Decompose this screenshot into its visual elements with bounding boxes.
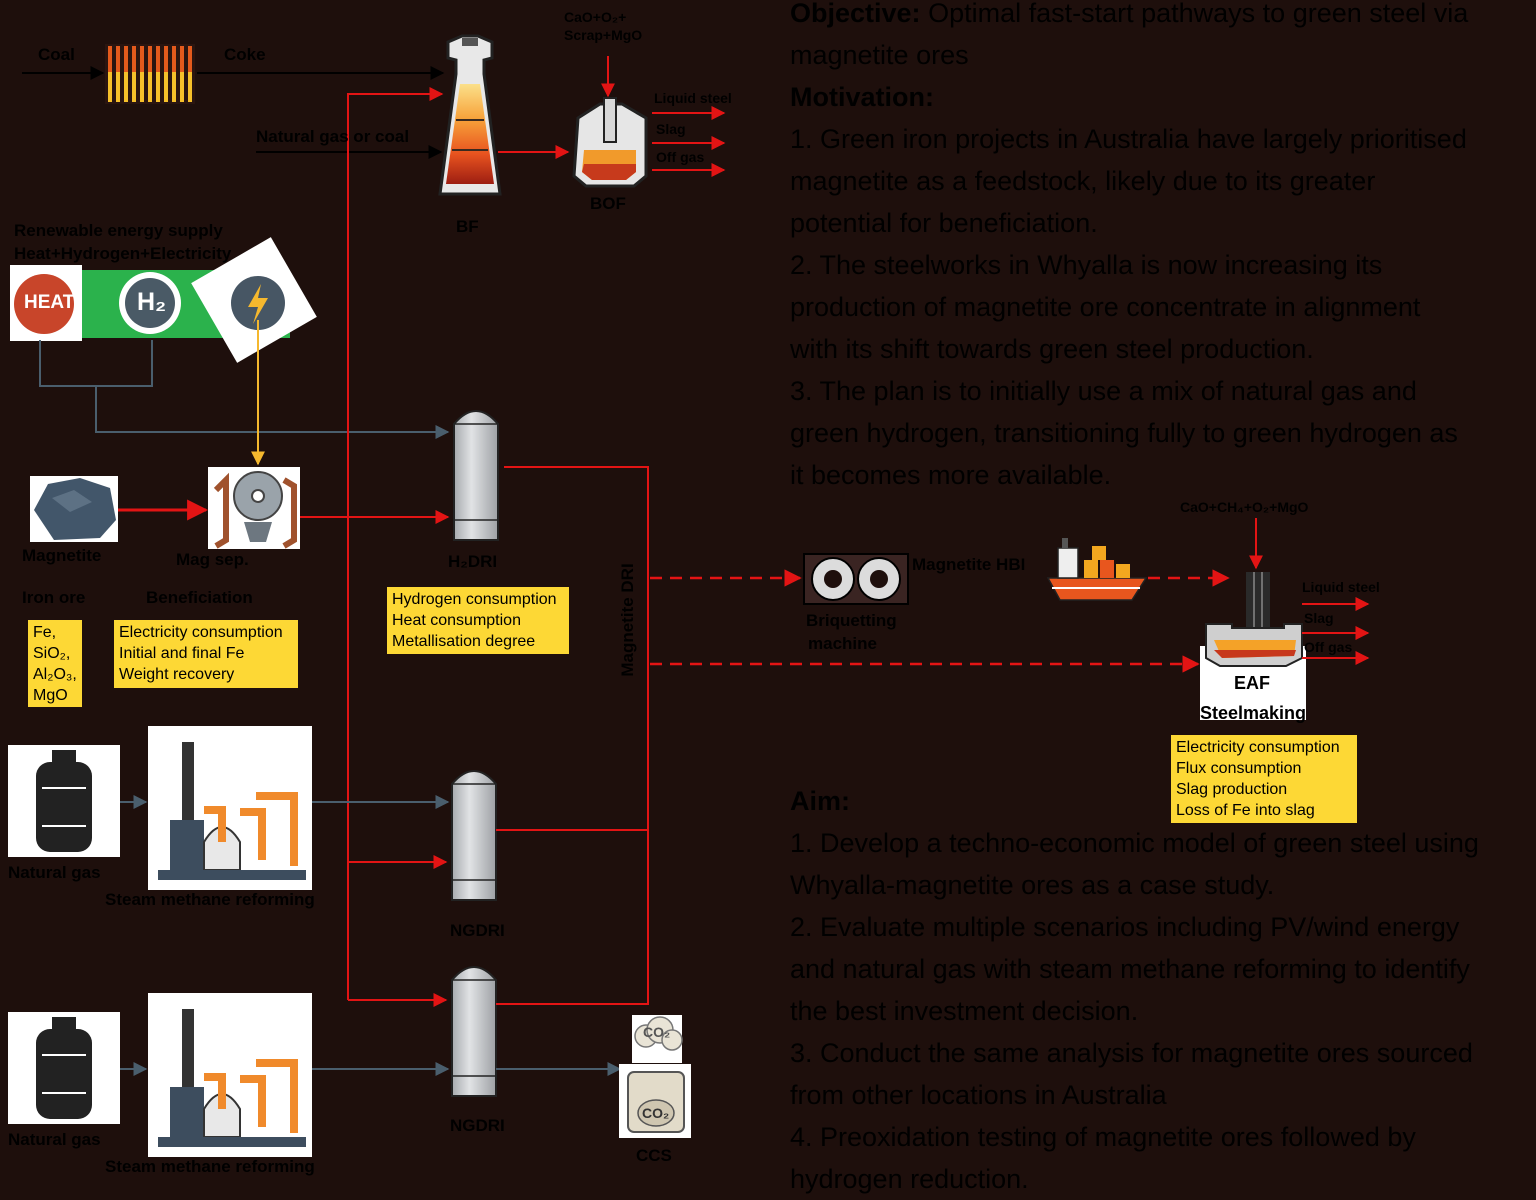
aim-line: the best investment decision. xyxy=(790,996,1139,1026)
motivation-line: magnetite as a feedstock, likely due to … xyxy=(790,166,1376,196)
aim-line: 2. Evaluate multiple scenarios including… xyxy=(790,912,1460,942)
renewable-title: Renewable energy supply xyxy=(14,221,223,240)
h2dri-params-box: Hydrogen consumption Heat consumption Me… xyxy=(387,587,569,654)
eaf-label: EAF xyxy=(1234,673,1270,693)
briquetting-machine-label: Briquetting machine xyxy=(806,611,897,653)
motivation-line: green hydrogen, transitioning fully to g… xyxy=(790,418,1458,448)
aim-line: hydrogen reduction. xyxy=(790,1164,1029,1194)
objective-text: Optimal fast-start pathways to green ste… xyxy=(928,0,1469,28)
smr-plant-icon xyxy=(148,993,312,1157)
magnetite-label: Magnetite xyxy=(22,546,102,565)
natural-gas-label: Natural gas xyxy=(8,863,101,882)
co2-cloud-label: CO₂ xyxy=(643,1024,671,1040)
bof-converter-icon xyxy=(572,97,648,188)
eaf-liquid-steel-label: Liquid steel xyxy=(1302,579,1380,595)
eaf-furnace-icon xyxy=(1200,572,1306,720)
motivation-line: with its shift towards green steel produ… xyxy=(790,334,1314,364)
eaf-params-box: Electricity consumption Flux consumption… xyxy=(1171,735,1357,823)
bof-label: BOF xyxy=(590,194,626,213)
heat-icon: HEAT xyxy=(24,292,75,313)
beneficiation-label: Beneficiation xyxy=(146,588,253,607)
motivation-line: it becomes more available. xyxy=(790,460,1112,490)
co2-storage-label: CO₂ xyxy=(642,1105,670,1121)
aim-line: from other locations in Australia xyxy=(790,1080,1167,1110)
ccs-label: CCS xyxy=(636,1146,672,1165)
beneficiation-params-box: Electricity consumption Initial and fina… xyxy=(114,620,298,688)
bf-label: BF xyxy=(456,217,479,236)
coal-label: Coal xyxy=(38,45,75,64)
ngdri-shaft-furnace-icon xyxy=(451,770,497,901)
smr-label: Steam methane reforming xyxy=(105,890,315,909)
eaf-off-gas-label: Off gas xyxy=(1304,639,1353,655)
bof-inputs-label: CaO+O₂+ Scrap+MgO xyxy=(564,9,643,43)
briquetting-machine-icon xyxy=(803,553,909,605)
aim-line: Whyalla-magnetite ores as a case study. xyxy=(790,870,1275,900)
objective-text: magnetite ores xyxy=(790,40,969,70)
aim-line: and natural gas with steam methane refor… xyxy=(790,954,1470,984)
h2dri-shaft-furnace-icon xyxy=(453,410,499,541)
objective-section: Objective: Optimal fast-start pathways t… xyxy=(790,0,1468,496)
motivation-line: production of magnetite ore concentrate … xyxy=(790,292,1421,322)
ngdri-label: NGDRI xyxy=(450,921,505,940)
smr-label: Steam methane reforming xyxy=(105,1157,315,1176)
magnetite-dri-label: Magnetite DRI xyxy=(618,563,637,677)
natural-gas-or-coal-label: Natural gas or coal xyxy=(256,127,410,146)
ore-composition-box: Fe, SiO₂, Al₂O₃, MgO xyxy=(28,620,82,707)
renewable-energy-bar xyxy=(10,237,317,363)
renewable-subtitle: Heat+Hydrogen+Electricity xyxy=(14,244,232,263)
ccs-storage-icon xyxy=(619,1015,691,1138)
motivation-line: 2. The steelworks in Whyalla is now incr… xyxy=(790,250,1383,280)
motivation-line: potential for beneficiation. xyxy=(790,208,1098,238)
magnetite-hbi-label: Magnetite HBI xyxy=(912,555,1026,574)
coke-label: Coke xyxy=(224,45,266,64)
magnetite-rock-icon xyxy=(30,476,118,542)
coke-oven-icon xyxy=(105,44,195,104)
natural-gas-label: Natural gas xyxy=(8,1130,101,1149)
motivation-line: 3. The plan is to initially use a mix of… xyxy=(790,376,1417,406)
steelmaking-label: Steelmaking xyxy=(1200,703,1307,723)
aim-line: 3. Conduct the same analysis for magneti… xyxy=(790,1038,1473,1068)
bof-slag-label: Slag xyxy=(656,121,686,137)
motivation-heading: Motivation: xyxy=(790,82,934,112)
mag-sep-label: Mag sep. xyxy=(176,550,249,569)
gas-cylinder-icon xyxy=(8,1012,120,1124)
iron-ore-label: Iron ore xyxy=(22,588,86,607)
hydrogen-icon: H₂ xyxy=(137,288,167,316)
bof-liquid-steel-label: Liquid steel xyxy=(654,90,732,106)
eaf-slag-label: Slag xyxy=(1304,610,1334,626)
blast-furnace-icon xyxy=(438,34,502,196)
aim-heading: Aim: xyxy=(790,786,850,816)
objective-heading: Objective: xyxy=(790,0,921,28)
h2dri-label: H₂DRI xyxy=(448,552,498,571)
ngdri-label: NGDRI xyxy=(450,1116,505,1135)
gas-cylinder-icon xyxy=(8,745,120,857)
aim-line: 4. Preoxidation testing of magnetite ore… xyxy=(790,1122,1416,1152)
magnetic-separator-icon xyxy=(208,467,300,549)
ngdri-ccs-shaft-furnace-icon xyxy=(451,966,497,1097)
motivation-line: 1. Green iron projects in Australia have… xyxy=(790,124,1467,154)
smr-plant-icon xyxy=(148,726,312,890)
eaf-inputs-label: CaO+CH₄+O₂+MgO xyxy=(1180,499,1309,515)
bof-off-gas-label: Off gas xyxy=(656,149,705,165)
aim-section: Aim: 1. Develop a techno-economic model … xyxy=(790,780,1479,1200)
aim-line: 1. Develop a techno-economic model of gr… xyxy=(790,828,1479,858)
cargo-ship-icon xyxy=(1046,538,1148,601)
